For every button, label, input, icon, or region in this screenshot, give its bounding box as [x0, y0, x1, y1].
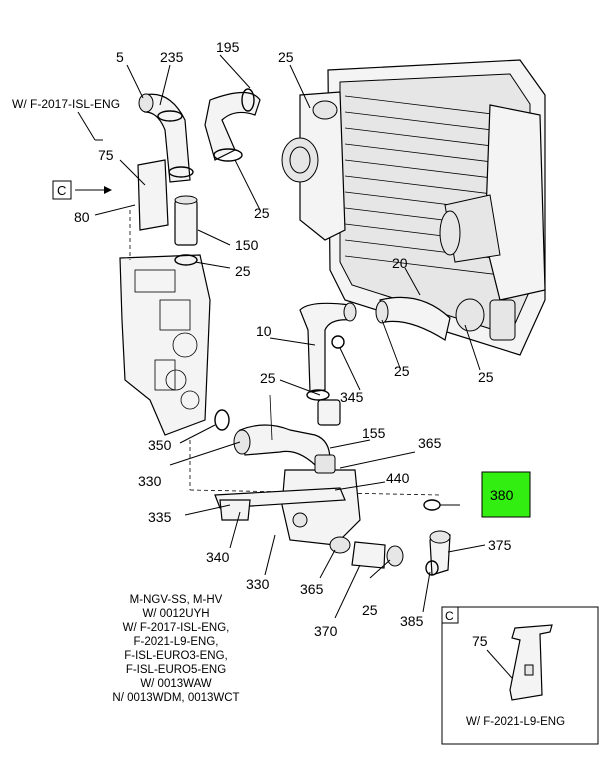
detail-callout-75: 75: [472, 633, 488, 649]
callout-195: 195: [216, 39, 240, 55]
callout-25: 25: [278, 49, 294, 65]
callout-365: 365: [300, 581, 324, 597]
callout-80: 80: [74, 209, 90, 225]
note-line: F-ISL-EURO3-ENG,: [124, 650, 228, 662]
callout-75: 75: [98, 147, 114, 163]
view-ref-c: C: [52, 180, 72, 200]
radiator-assembly: [281, 59, 546, 356]
callout-375: 375: [488, 537, 512, 553]
detail-view-c: C 75 W/ F-2021-L9-ENG: [441, 606, 599, 745]
leader-lines: [75, 54, 486, 619]
callout-340: 340: [206, 549, 230, 565]
callout-335: 335: [148, 509, 172, 525]
callout-labels: 5 235 195 25 75 80 25 150 25 20 10 25 25…: [74, 39, 512, 639]
note-line: W/ F-2017-ISL-ENG,: [123, 622, 230, 634]
callout-235: 235: [160, 49, 184, 65]
highlight-box[interactable]: [481, 471, 531, 518]
applicability-notes: M-NGV-SS, M-HV W/ 0012UYH W/ F-2017-ISL-…: [112, 594, 239, 704]
callout-155: 155: [362, 425, 386, 441]
callout-345: 345: [340, 389, 364, 405]
callout-5: 5: [116, 49, 124, 65]
note-line: F-2021-L9-ENG,: [133, 636, 218, 648]
bracket-75: [137, 159, 169, 231]
elbow-330: [214, 394, 331, 471]
tube-150: [174, 195, 198, 266]
note-line: M-NGV-SS, M-HV: [130, 594, 223, 606]
note-line: F-ISL-EURO5-ENG: [126, 664, 226, 676]
callout-10: 10: [256, 323, 272, 339]
callout-365: 365: [418, 435, 442, 451]
callout-25: 25: [362, 602, 378, 618]
callout-440: 440: [386, 470, 410, 486]
bracket-75-detail: [509, 624, 553, 701]
note-line: W/ 0013WAW: [140, 678, 211, 690]
callout-370: 370: [314, 623, 338, 639]
callout-330: 330: [138, 473, 162, 489]
callout-150: 150: [235, 237, 259, 253]
callout-25: 25: [478, 369, 494, 385]
callout-25: 25: [254, 205, 270, 221]
callout-350: 350: [148, 437, 172, 453]
callout-385: 385: [400, 613, 424, 629]
coupler-25: [317, 399, 341, 426]
callout-20: 20: [392, 255, 408, 271]
engine-outline: [119, 210, 441, 496]
callout-25: 25: [394, 363, 410, 379]
highlight-380[interactable]: 380: [481, 471, 531, 518]
callout-25: 25: [260, 370, 276, 386]
pipe-10: [299, 302, 357, 401]
variant-label: W/ F-2017-ISL-ENG: [12, 97, 120, 111]
lower-tubes: [329, 499, 460, 576]
note-line: N/ 0013WDM, 0013WCT: [112, 692, 239, 704]
housing-440: [214, 454, 361, 546]
detail-view-label: C: [445, 609, 454, 623]
callout-380[interactable]: 380: [490, 487, 514, 503]
view-ref-label: C: [57, 183, 66, 198]
callout-25: 25: [235, 263, 251, 279]
callout-330: 330: [246, 576, 270, 592]
detail-caption: W/ F-2021-L9-ENG: [466, 716, 565, 728]
note-line: W/ 0012UYH: [142, 608, 209, 620]
hose-195: [204, 88, 261, 162]
